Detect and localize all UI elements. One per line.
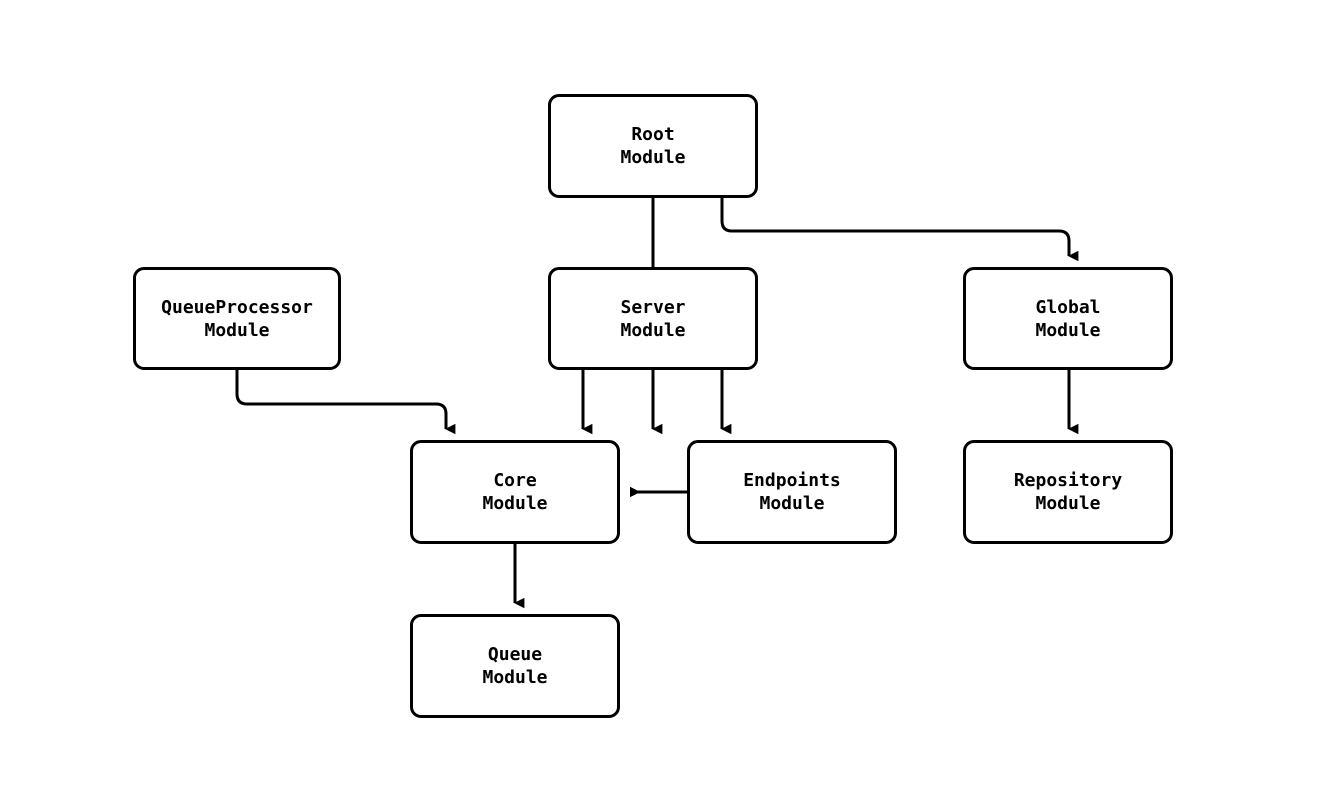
- edge-queueprocessor-to-core: [235, 370, 456, 435]
- node-core-module-line2: Module: [482, 493, 548, 514]
- node-queue-module[interactable]: Queue Module: [410, 614, 620, 718]
- node-core-module-line1: Core: [493, 470, 537, 491]
- edge-root-to-global: [720, 198, 1079, 262]
- node-global-module-line1: Global: [1035, 296, 1101, 318]
- node-repository-module-line1: Repository: [1013, 470, 1123, 491]
- node-queueprocessor-module[interactable]: QueueProcessor Module: [133, 267, 341, 370]
- node-queueprocessor-module-line2: Module: [204, 319, 270, 341]
- node-global-module[interactable]: Global Module: [963, 267, 1173, 370]
- node-queueprocessor-module-line1: QueueProcessor: [161, 296, 313, 318]
- node-endpoints-module-line1: Endpoints: [743, 470, 841, 491]
- node-server-module-line1: Server: [620, 296, 686, 318]
- node-server-module-line2: Module: [620, 319, 686, 341]
- node-endpoints-module[interactable]: Endpoints Module: [687, 440, 897, 544]
- node-server-module[interactable]: Server Module: [548, 267, 758, 370]
- node-core-module[interactable]: Core Module: [410, 440, 620, 544]
- node-queue-module-line1: Queue: [487, 644, 543, 665]
- node-repository-module-line2: Module: [1035, 493, 1101, 514]
- node-root-module-line2: Module: [620, 147, 686, 168]
- node-queue-module-line2: Module: [482, 667, 548, 688]
- node-repository-module[interactable]: Repository Module: [963, 440, 1173, 544]
- node-root-module[interactable]: Root Module: [548, 94, 758, 198]
- node-global-module-line2: Module: [1035, 319, 1101, 341]
- node-root-module-line1: Root: [631, 124, 675, 145]
- node-endpoints-module-line2: Module: [759, 493, 825, 514]
